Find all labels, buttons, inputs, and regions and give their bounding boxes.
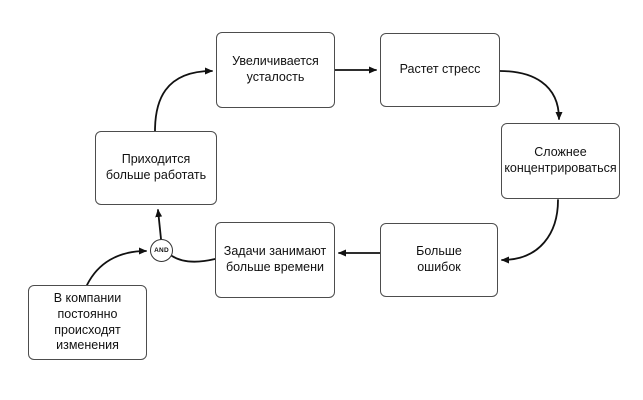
edge-changes-to-and (86, 247, 147, 286)
edge-work-to-fatigue (154, 67, 213, 132)
edge-stress-to-concentrate (499, 70, 563, 120)
edge-and-to-work (155, 209, 163, 240)
node-more-errors: Больше ошибок (380, 223, 498, 297)
edge-concentrate-to-errors (501, 199, 559, 264)
node-constant-company-changes: В компании постоянно происходят изменени… (28, 285, 147, 360)
node-stress-grows: Растет стресс (380, 33, 500, 107)
node-harder-to-concentrate: Сложнее концентрироваться (501, 123, 620, 199)
node-fatigue-increases: Увеличивается усталость (216, 32, 335, 108)
node-tasks-take-longer: Задачи занимают больше времени (215, 222, 335, 298)
node-have-to-work-more: Приходится больше работать (95, 131, 217, 205)
and-gate: AND (150, 238, 173, 262)
edge-tasks-to-and (171, 255, 216, 263)
and-gate-label: AND (154, 246, 169, 254)
